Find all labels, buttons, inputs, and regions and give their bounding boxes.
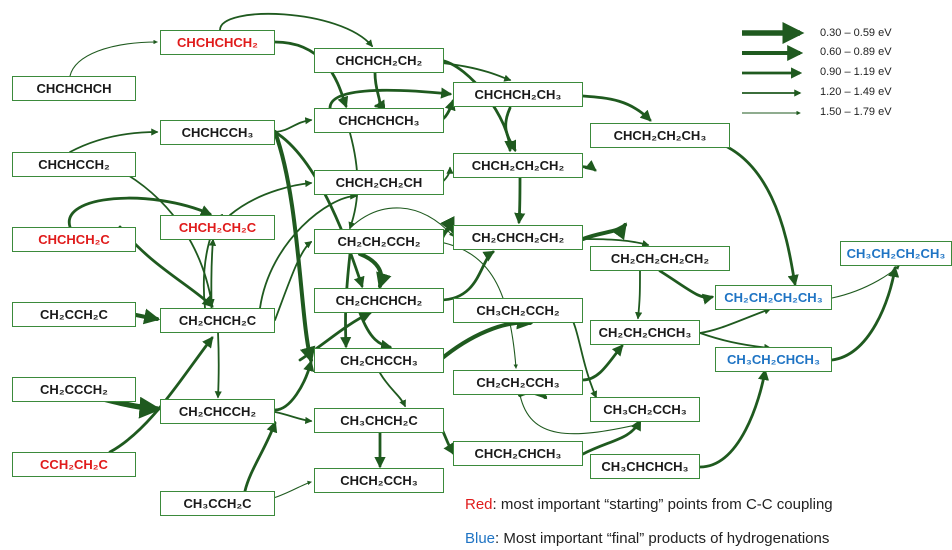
reaction-arrow-55 [635,270,643,320]
reaction-arrow-12 [229,179,313,216]
note-blue-key: Blue [465,530,496,547]
node-ch2chcch2: CH₂CHCCH₂ [160,399,275,424]
node-chch2ch2c: CHCH₂CH₂C [160,215,275,240]
reaction-arrow-42 [438,250,495,302]
node-ch2cch2c: CH₂CCH₂C [12,302,136,327]
node-ch2chchch2: CH₂CHCHCH₂ [314,288,444,313]
note-red-key: Red [465,496,493,513]
reaction-arrow-46 [519,394,641,435]
reaction-arrow-2 [69,128,159,153]
reaction-arrow-19 [274,411,313,425]
node-cch2ch2c: CCH₂CH₂C [12,452,136,477]
node-chchcch3: CHCHCCH₃ [160,120,275,145]
node-ch2chch2c: CH₂CHCH₂C [160,308,275,333]
reaction-arrow-56 [658,269,715,305]
reaction-arrow-28 [358,252,392,290]
node-ch2ch2ch2ch2: CH₂CH₂CH₂CH₂ [590,246,730,271]
reaction-arrow-16 [273,130,365,289]
node-chchch2ch3: CHCHCH₂CH₃ [453,82,583,107]
node-ch2ch2ch2ch3: CH₂CH₂CH₂CH₃ [715,285,832,310]
legend-label-2: 0.60 – 0.89 eV [820,46,892,58]
legend-label-4: 1.20 – 1.49 eV [820,86,892,98]
reaction-arrow-31 [379,372,406,408]
node-ch2ccch2: CH₂CCCH₂ [12,377,136,402]
node-ch2ch2cch3: CH₂CH₂CCH₃ [453,370,583,395]
node-ch2ch2chch3: CH₂CH₂CHCH₃ [590,320,700,345]
reaction-arrow-61 [698,368,769,469]
node-chchch2ch2: CHCHCH₂CH₂ [314,48,444,73]
reaction-arrow-1 [69,39,158,77]
node-ch3ch2cch2: CH₃CH₂CCH₂ [453,298,583,323]
node-chchchch3: CHCHCHCH₃ [314,108,444,133]
reaction-arrow-33 [298,311,373,362]
reaction-arrow-25 [373,71,386,111]
node-chchch2c: CHCHCH₂C [12,227,136,252]
legend-label-3: 0.90 – 1.19 eV [820,66,892,78]
node-ch2chcch3: CH₂CHCCH₃ [314,348,444,373]
reaction-arrow-4 [67,196,213,229]
node-chchchch2: CHCHCHCH₂ [160,30,275,55]
legend-label-5: 1.50 – 1.79 eV [820,106,892,118]
reaction-arrow-20 [274,241,313,321]
node-ch2ch2cch2: CH₂CH₂CCH₂ [314,229,444,254]
reaction-arrow-60 [830,265,900,362]
reaction-arrow-58 [699,332,772,352]
reaction-arrow-5 [134,308,161,325]
reaction-arrow-40 [514,176,526,225]
reaction-arrow-49 [581,222,627,241]
reaction-arrow-39 [504,106,517,153]
node-chch2chch3: CHCH₂CHCH₃ [453,441,583,466]
reaction-arrow-15 [274,117,313,133]
reaction-arrow-21 [259,192,358,309]
reaction-arrow-52 [581,419,642,456]
reaction-arrow-13 [219,12,373,48]
node-chch2ch2ch: CHCH₂CH₂CH [314,170,444,195]
node-chch2ch2ch3: CHCH₂CH₂CH₃ [590,123,730,148]
node-ch2chch2ch2: CH₂CHCH₂CH₂ [453,225,583,250]
node-ch3ch2chch3: CH₃CH₂CHCH₃ [715,347,832,372]
reaction-arrow-34 [438,313,534,362]
reaction-arrow-57 [699,307,772,334]
node-chch2cch3: CHCH₂CCH₃ [314,468,444,493]
node-chch2ch2ch2: CHCH₂CH₂CH₂ [453,153,583,178]
reaction-arrow-48 [582,238,650,247]
reaction-arrow-53 [581,344,624,382]
reaction-arrow-22 [243,420,278,493]
note-red: Red: most important “starting” points fr… [465,496,833,513]
note-blue-text: : Most important “final” products of hyd… [495,530,830,547]
note-blue: Blue: Most important “final” products of… [465,530,829,547]
reaction-arrow-30 [358,311,393,351]
legend-arrows [742,22,805,116]
node-ch3ch2ch2ch3: CH₃CH₂CH₂CH₃ [840,241,952,266]
reaction-arrow-18 [273,359,315,412]
reaction-arrow-24 [328,87,453,110]
note-red-text: : most important “starting” points from … [492,496,833,513]
reaction-arrow-17 [273,130,316,364]
node-chchchch: CHCHCHCH [12,76,136,101]
node-ch3cch2c: CH₃CCH₂C [160,491,275,516]
legend-label-1: 0.30 – 0.59 eV [820,27,892,39]
reaction-arrow-47 [581,94,652,122]
node-ch3ch2cch3: CH₃CH₂CCH₃ [590,397,700,422]
reaction-arrow-9 [214,331,222,399]
node-ch3chchch3: CH₃CHCHCH₃ [590,454,700,479]
node-ch3chch2c: CH₃CHCH₂C [314,408,444,433]
node-chchcch2: CHCHCCH₂ [12,152,136,177]
